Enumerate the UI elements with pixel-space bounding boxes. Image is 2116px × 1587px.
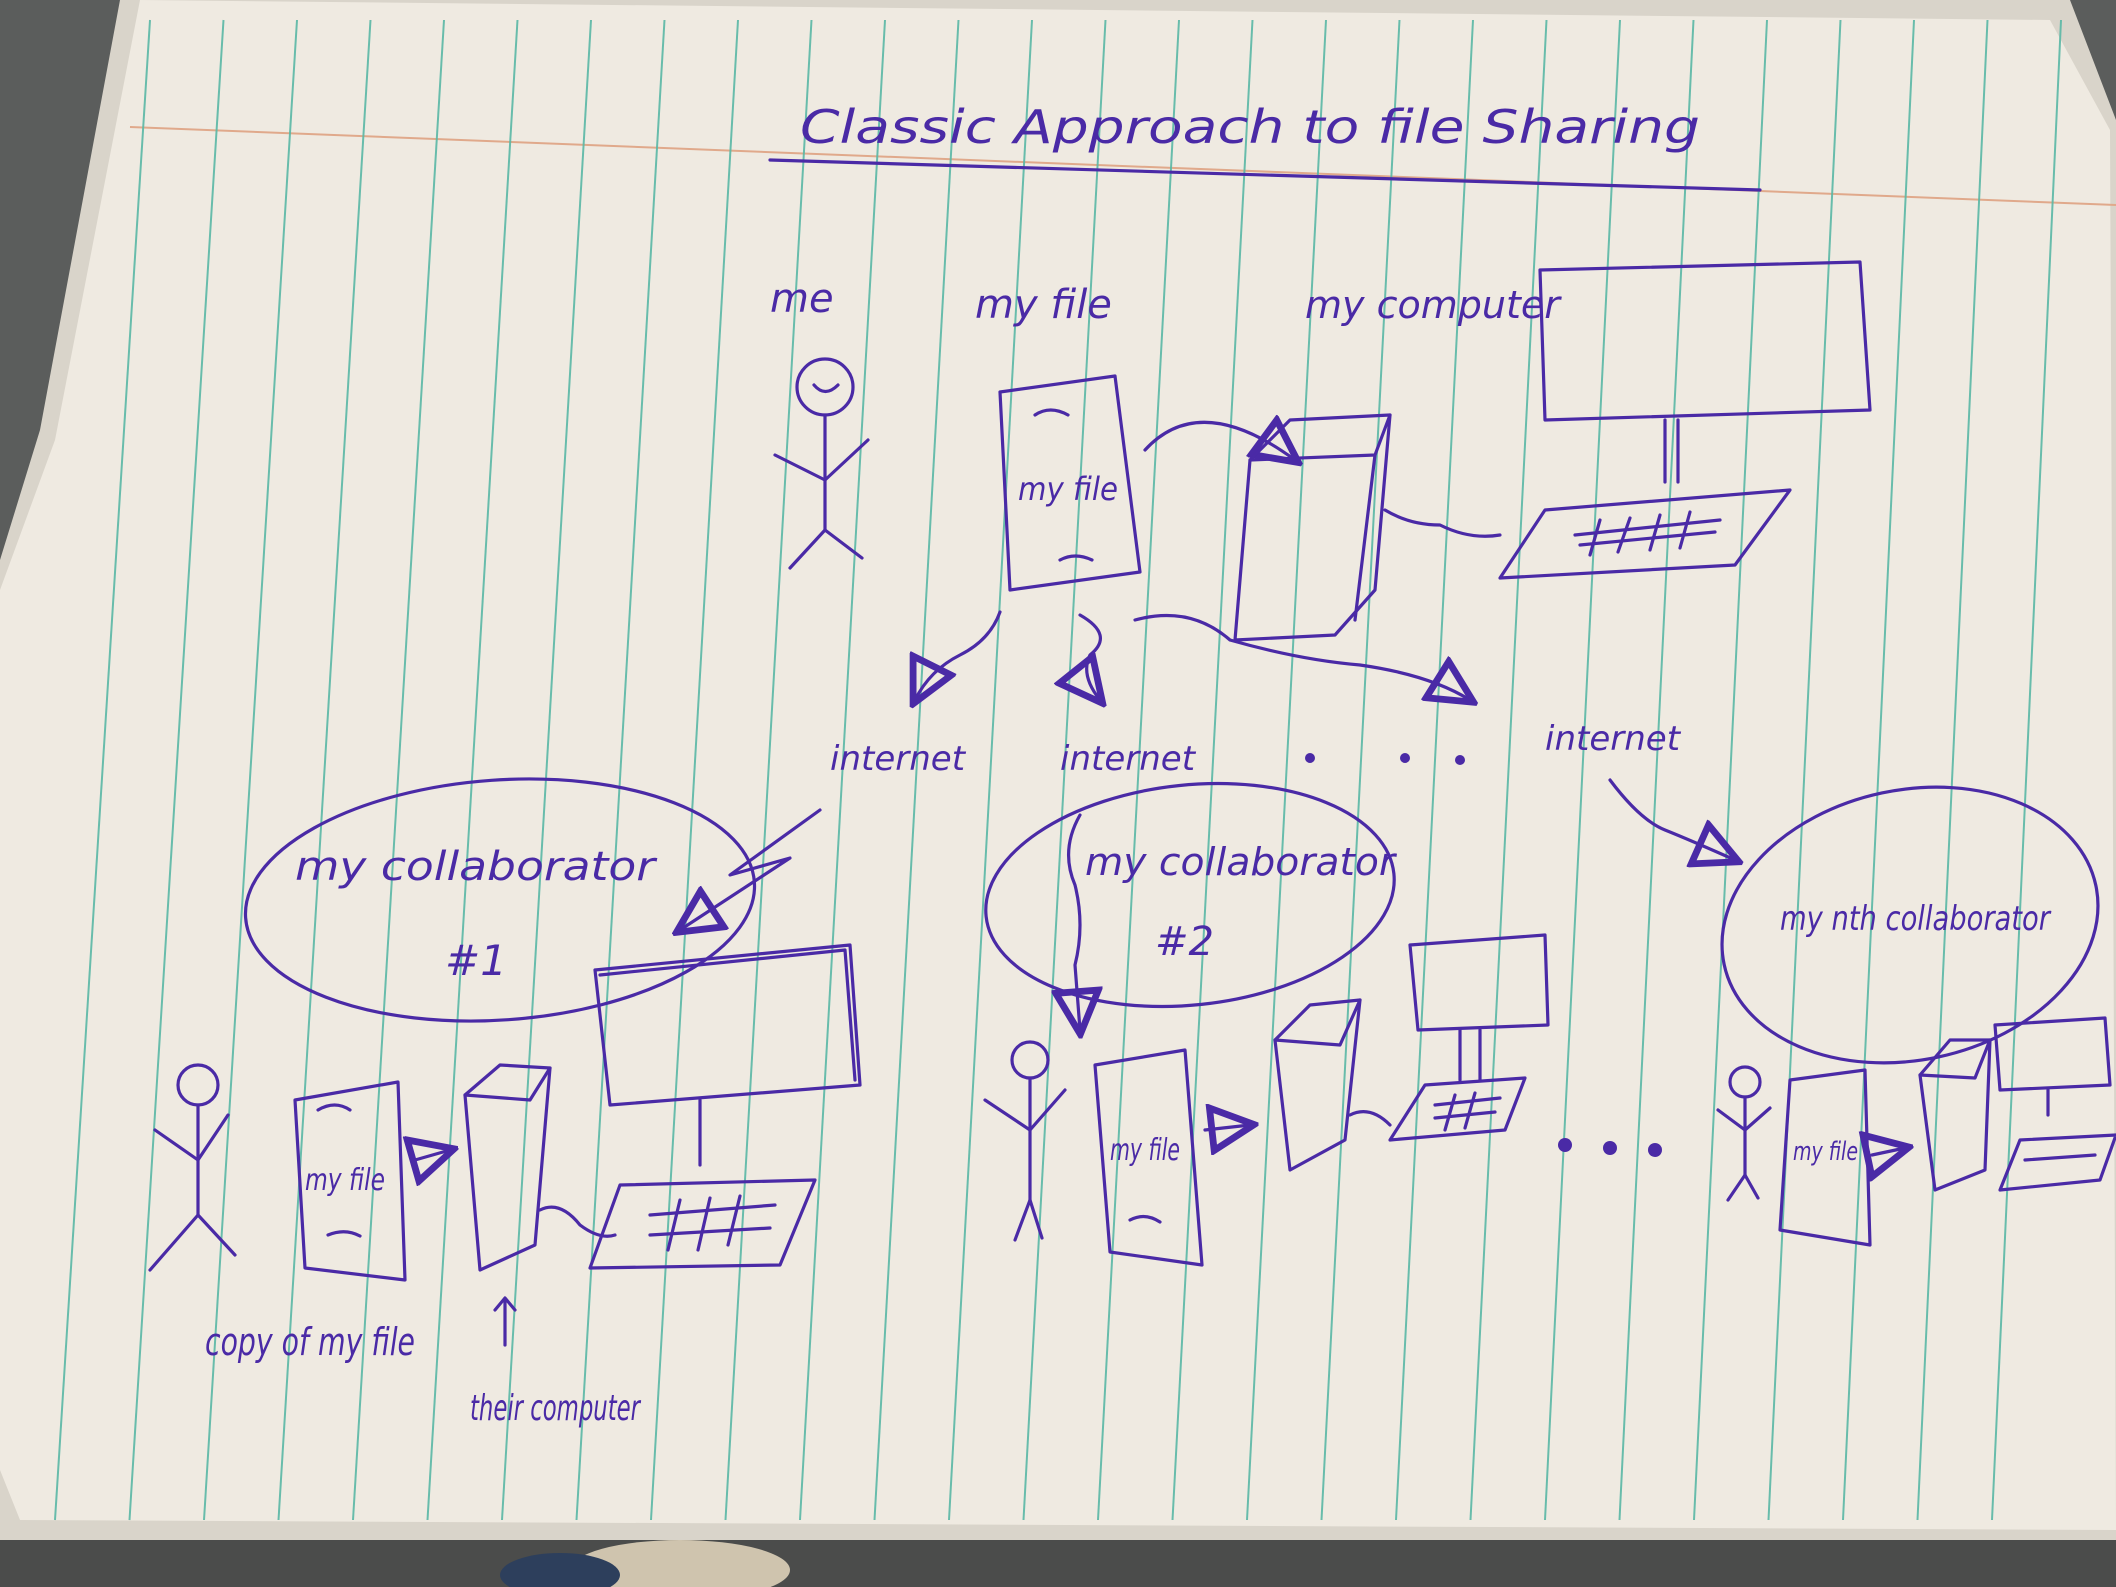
rule-line bbox=[650, 19, 739, 1521]
rule-line bbox=[1544, 19, 1621, 1521]
collab-2-monitor-icon bbox=[1408, 933, 1550, 1082]
rule-line bbox=[1991, 19, 2062, 1521]
rule-line bbox=[352, 19, 445, 1521]
me-stick-figure-icon bbox=[773, 357, 870, 570]
rule-line bbox=[277, 19, 372, 1521]
internet-to-collab2-arrow bbox=[1069, 813, 1080, 1030]
collab-n-stick-figure-icon bbox=[1716, 1065, 1772, 1202]
rule-line bbox=[1246, 19, 1327, 1521]
file-to-internet-arrow-2 bbox=[1080, 613, 1100, 700]
rule-line bbox=[1395, 19, 1474, 1521]
rule-line bbox=[1320, 19, 1401, 1521]
collab-2-computer-cable bbox=[1348, 1110, 1392, 1127]
rule-line bbox=[1916, 19, 1989, 1521]
fabric-background bbox=[0, 1540, 2116, 1587]
my-computer-label: my computer bbox=[1305, 283, 1562, 327]
rule-line bbox=[724, 19, 813, 1521]
rule-line bbox=[203, 19, 298, 1521]
notebook-page bbox=[0, 0, 2116, 1540]
rule-line bbox=[128, 19, 225, 1521]
rule-line bbox=[1842, 19, 1915, 1521]
collab-2-file-to-computer-arrow bbox=[1203, 1125, 1250, 1130]
rule-line bbox=[426, 19, 519, 1521]
collab-1-computer-caption: their computer bbox=[470, 1388, 641, 1429]
rule-line bbox=[575, 19, 666, 1521]
collab-2-stick-figure-icon bbox=[983, 1040, 1067, 1242]
collab-1-computer-cable bbox=[538, 1205, 617, 1238]
computer-cable bbox=[1383, 508, 1502, 538]
rule-lines bbox=[54, 19, 2062, 1521]
internet-to-collab1-arrow bbox=[680, 808, 822, 930]
rule-line bbox=[1171, 19, 1254, 1521]
collaborator-2-number: #2 bbox=[1155, 919, 1214, 965]
collab-1-stick-figure-icon bbox=[148, 1063, 237, 1272]
title-underline bbox=[768, 158, 1762, 192]
rule-line bbox=[1097, 19, 1180, 1521]
rule-line bbox=[1022, 19, 1107, 1521]
rule-line bbox=[873, 19, 960, 1521]
file-to-internet-arrow-3 bbox=[1133, 613, 1470, 701]
rule-line bbox=[501, 19, 592, 1521]
rule-line bbox=[948, 19, 1033, 1521]
collab-1-file-caption: copy of my file bbox=[205, 1320, 415, 1364]
file-to-computer-arrow bbox=[1143, 422, 1295, 460]
collab-2-keyboard-icon bbox=[1388, 1076, 1527, 1142]
file-to-internet-arrow-1 bbox=[915, 610, 1002, 700]
collab-1-computer-caption-arrow bbox=[493, 1296, 517, 1347]
collaborator-2-label: my collaborator bbox=[1085, 840, 1397, 884]
collab-n-keyboard-icon bbox=[1998, 1133, 2116, 1192]
me-label: me bbox=[770, 276, 834, 322]
collab-n-monitor-icon bbox=[1993, 1016, 2112, 1117]
rule-line bbox=[1618, 19, 1695, 1521]
my-file-doc-text: my file bbox=[1018, 470, 1118, 508]
internet-ellipsis bbox=[1305, 753, 1465, 765]
rule-line bbox=[1469, 19, 1548, 1521]
collab-2-file-document-icon bbox=[1093, 1048, 1204, 1267]
collab-n-computer-tower-icon bbox=[1918, 1038, 1992, 1192]
rule-line bbox=[1693, 19, 1768, 1521]
collaborator-n-bubble bbox=[1720, 785, 2100, 1065]
collab-2-file-doc-text: my file bbox=[1110, 1133, 1180, 1168]
my-computer-keyboard-icon bbox=[1498, 488, 1792, 580]
rule-line bbox=[799, 19, 886, 1521]
rule-line bbox=[1767, 19, 1842, 1521]
collaborators-ellipsis bbox=[1558, 1138, 1662, 1157]
ink-drawing: Classic Approach to file Sharing me my f… bbox=[148, 100, 2116, 1429]
collaborator-1-number: #1 bbox=[445, 936, 507, 985]
collab-2-computer-tower-icon bbox=[1273, 998, 1362, 1172]
internet-to-collab-n-arrow bbox=[1608, 778, 1735, 860]
diagram-title: Classic Approach to file Sharing bbox=[800, 100, 1700, 154]
internet-label-1: internet bbox=[830, 739, 967, 779]
collab-1-computer-tower-icon bbox=[463, 1063, 552, 1272]
rule-line bbox=[54, 19, 151, 1521]
collab-1-file-document-icon bbox=[293, 1080, 407, 1282]
collab-1-keyboard-icon bbox=[588, 1178, 817, 1270]
collab-1-file-to-computer-arrow bbox=[415, 1150, 450, 1160]
internet-label-3: internet bbox=[1545, 719, 1682, 759]
collab-1-file-doc-text: my file bbox=[305, 1163, 385, 1198]
my-computer-monitor-icon bbox=[1538, 260, 1872, 484]
collab-n-file-to-computer-arrow bbox=[1872, 1148, 1905, 1155]
collab-n-file-doc-text: my file bbox=[1793, 1137, 1858, 1167]
internet-label-2: internet bbox=[1060, 739, 1197, 779]
collaborator-2-bubble bbox=[984, 781, 1396, 1009]
my-file-label: my file bbox=[975, 282, 1112, 328]
my-file-document-icon bbox=[998, 374, 1142, 592]
collaborator-n-label: my nth collaborator bbox=[1780, 899, 2052, 939]
collab-1-monitor-icon bbox=[593, 943, 862, 1167]
collaborator-1-label: my collaborator bbox=[295, 844, 658, 890]
collab-n-file-document-icon bbox=[1778, 1068, 1872, 1247]
